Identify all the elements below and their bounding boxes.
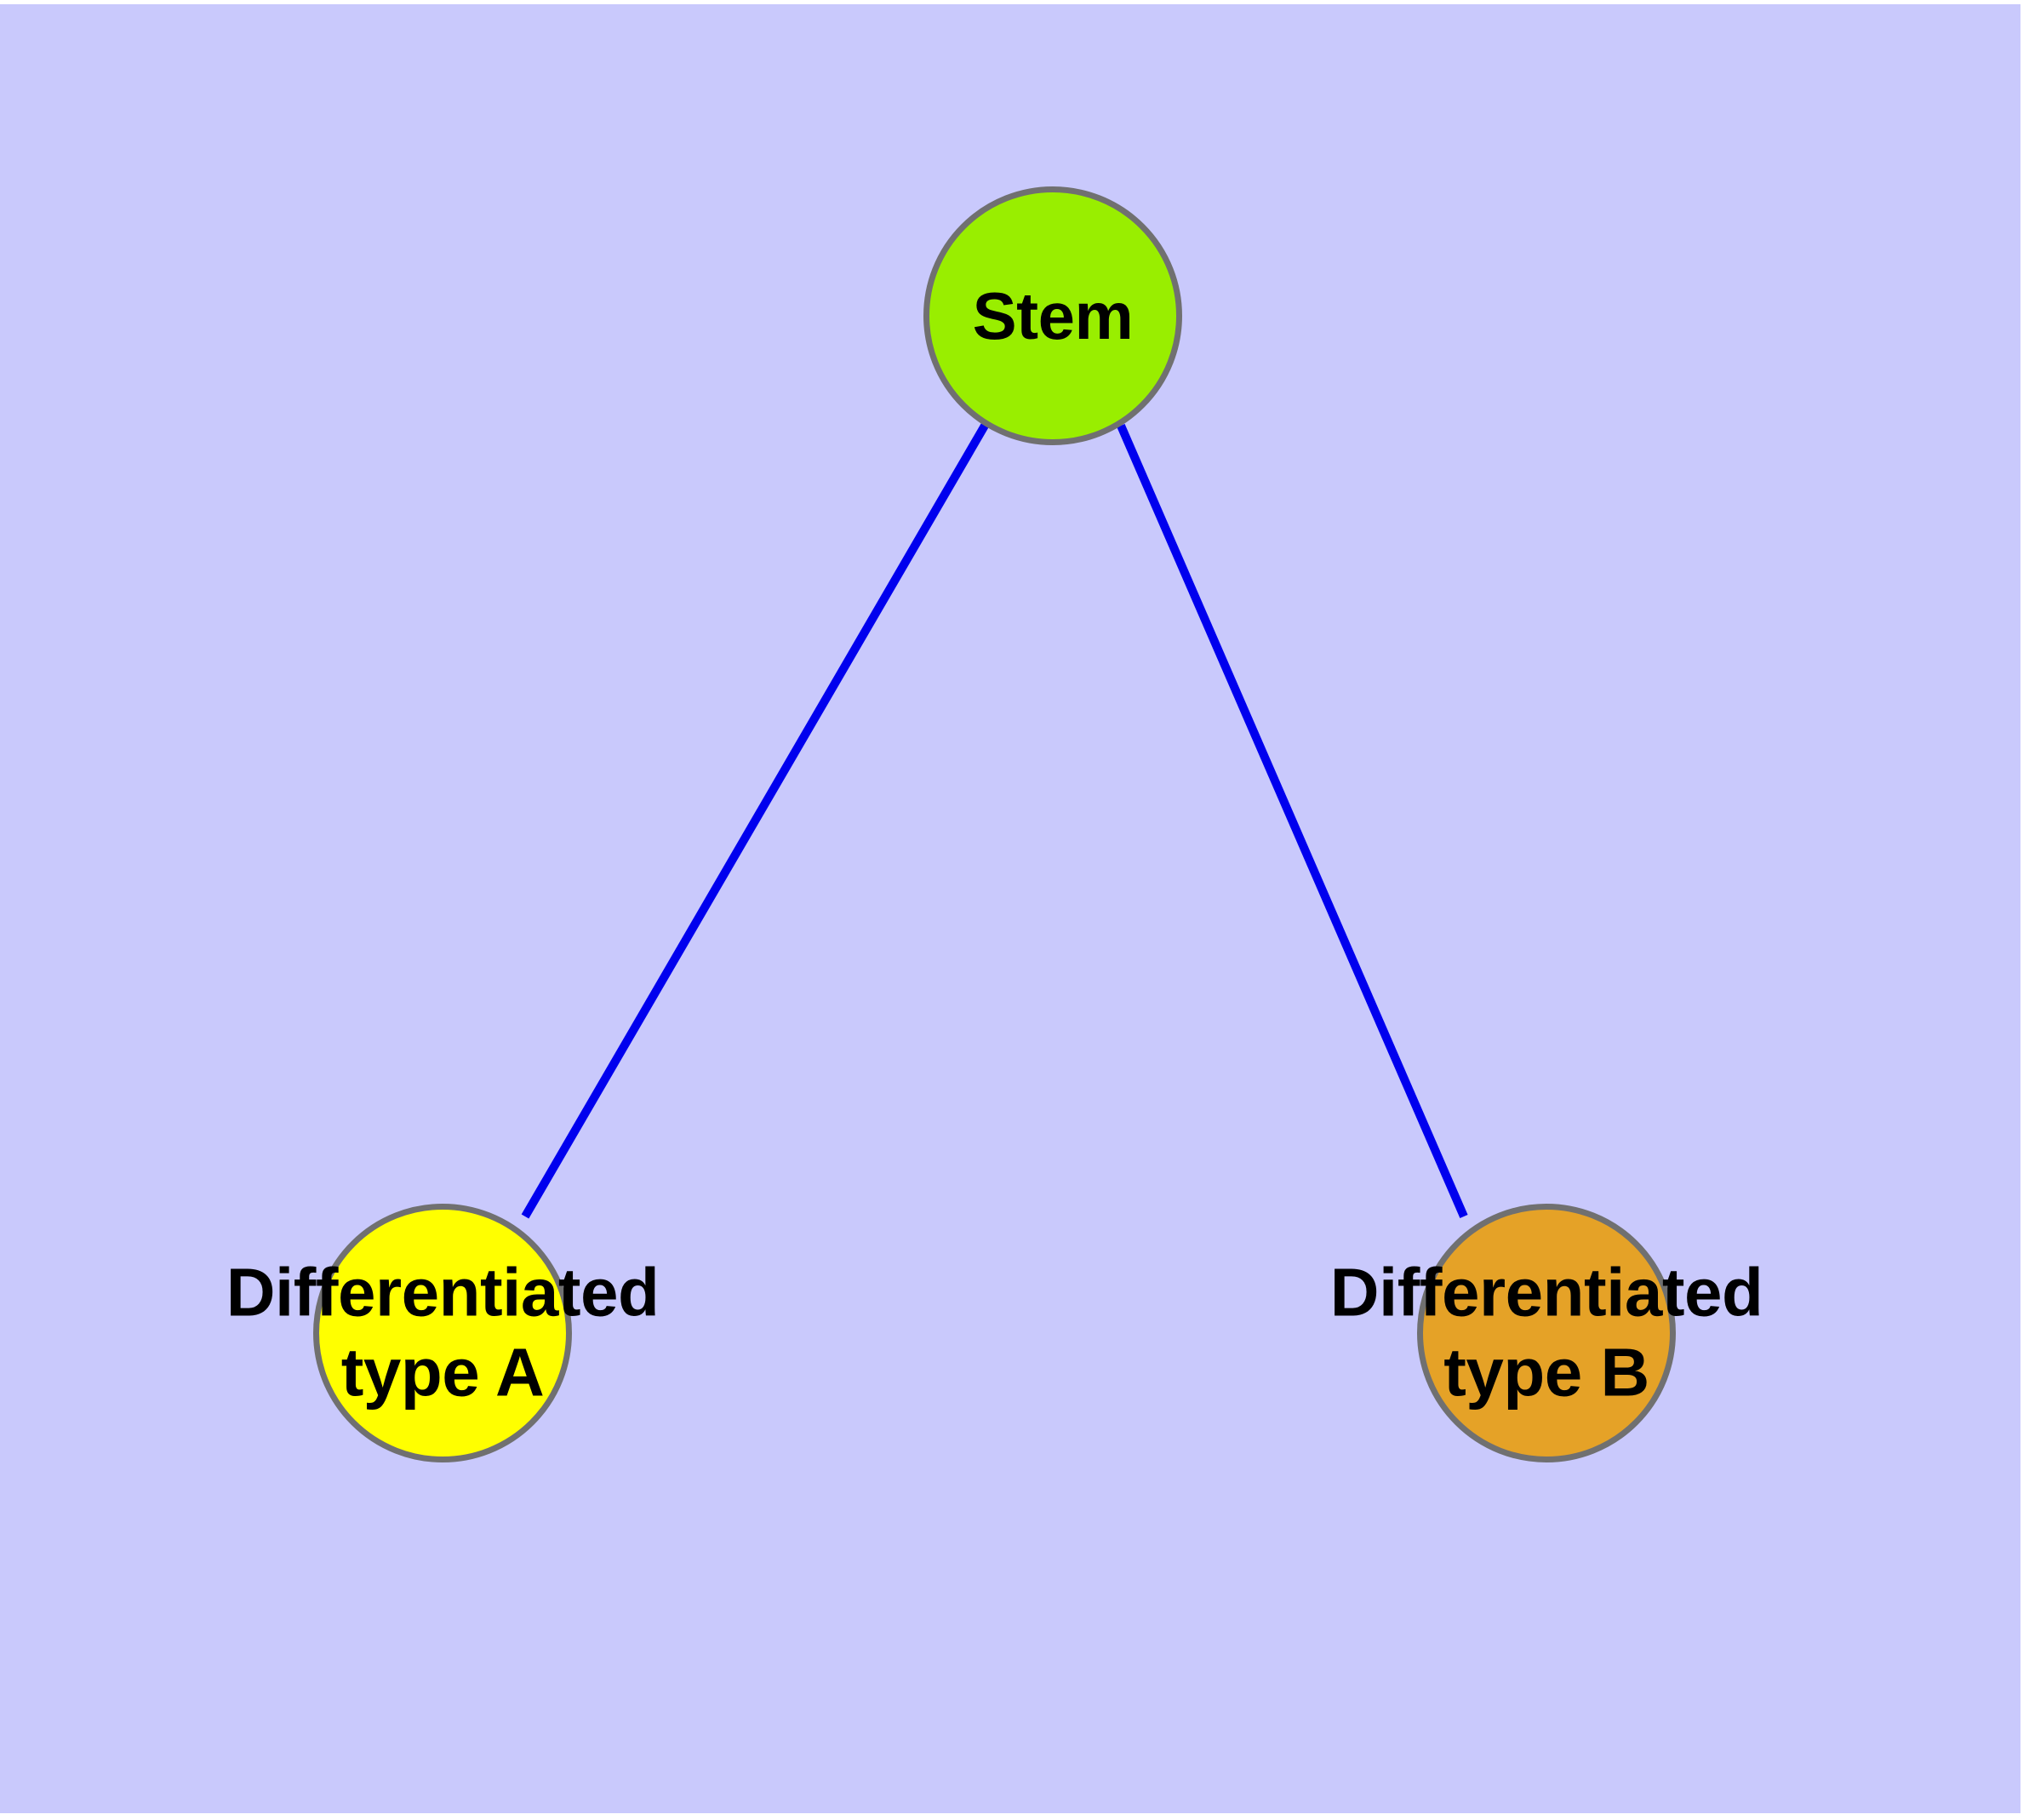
- nodes-layer: [313, 186, 1676, 1462]
- graph-node-diff_b[interactable]: [1417, 1204, 1676, 1462]
- edges-layer: [521, 423, 1468, 1219]
- graph-svg: [313, 186, 1676, 1462]
- graph-node-stem[interactable]: [923, 186, 1182, 445]
- graph-node-diff_a[interactable]: [313, 1204, 572, 1462]
- graph-edge: [521, 423, 989, 1219]
- graph-edge: [1117, 424, 1468, 1218]
